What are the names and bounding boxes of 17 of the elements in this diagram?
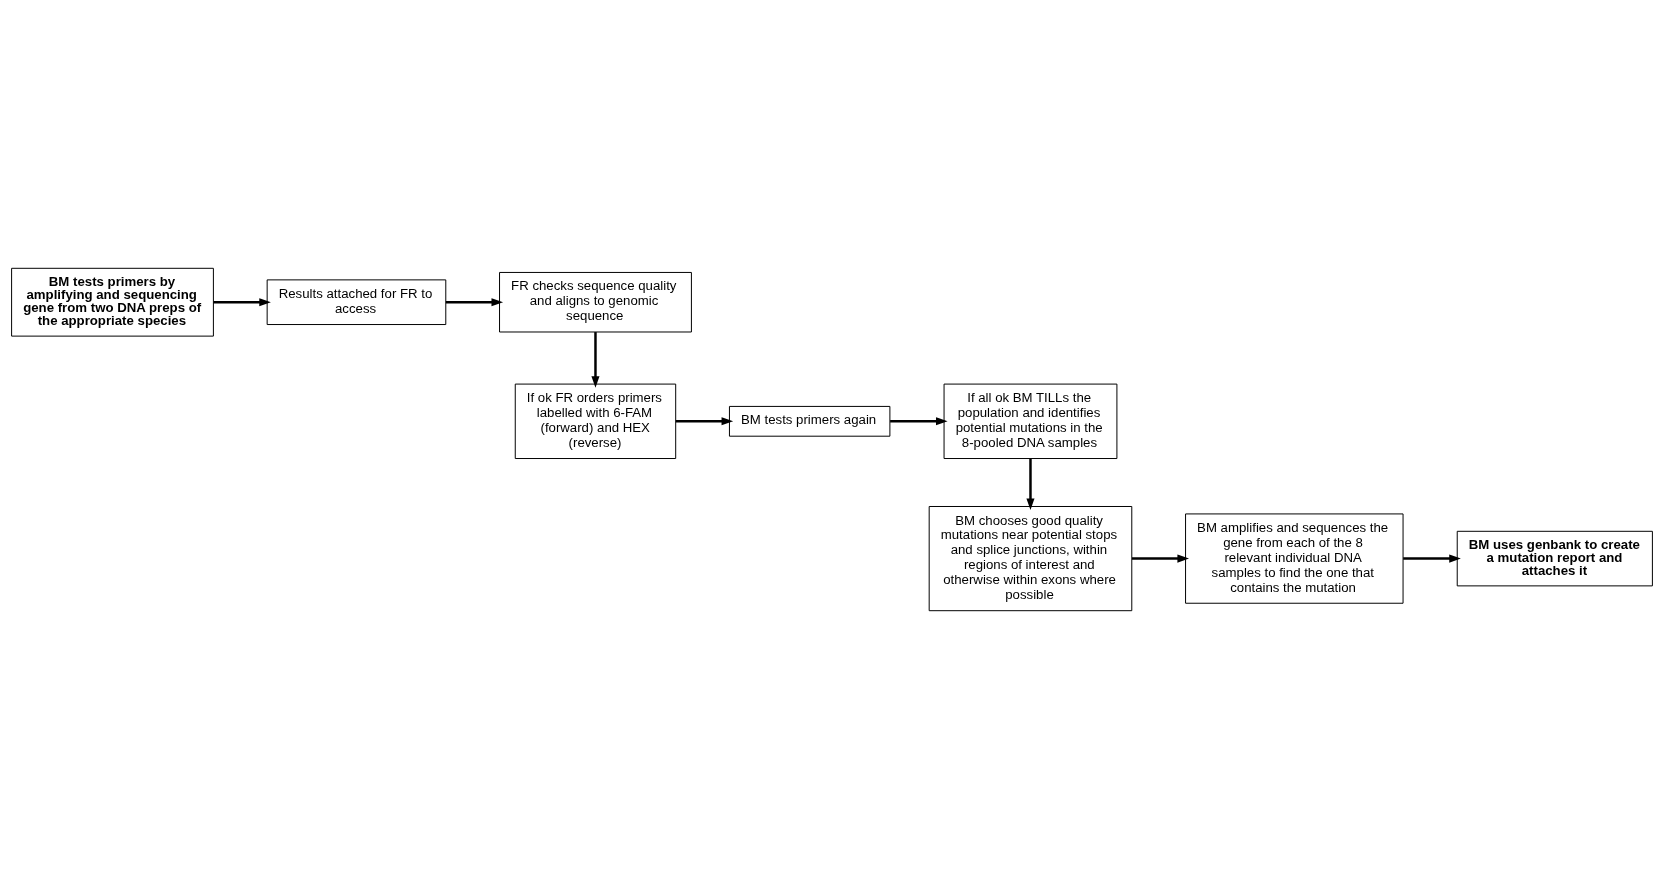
node-box: BM uses genbank to create a mutation report and attaches it xyxy=(1456,530,1653,586)
node-box: If all ok BM TILLs the population and identifies potential mutations in the 8-pooled DNA samples xyxy=(943,383,1118,459)
node-box: BM chooses good quality mutations near potential stops and splice junctions, within regions of interest and otherwise within exons where possible xyxy=(928,505,1133,611)
node-box: BM amplifies and sequences the gene from each of the 8 relevant individual DNA samples to find the one that contains the mutation xyxy=(1185,512,1404,604)
arrow xyxy=(675,416,734,425)
node-box: FR checks sequence quality and aligns to genomic sequence xyxy=(499,271,692,332)
arrow xyxy=(213,297,271,306)
arrow xyxy=(890,416,948,425)
arrow xyxy=(591,331,600,388)
arrow xyxy=(1026,458,1035,510)
node-box: BM tests primers again xyxy=(728,405,891,437)
arrow xyxy=(1132,554,1189,563)
node-box: BM tests primers by amplifying and sequencing gene from two DNA preps of the appropriate species xyxy=(11,267,214,337)
arrow xyxy=(445,297,504,306)
node-box: Results attached for FR to access xyxy=(266,278,447,325)
node-box: If ok FR orders primers labelled with 6-FAM (forward) and HEX (reverse) xyxy=(514,383,677,459)
arrow xyxy=(1403,554,1461,563)
